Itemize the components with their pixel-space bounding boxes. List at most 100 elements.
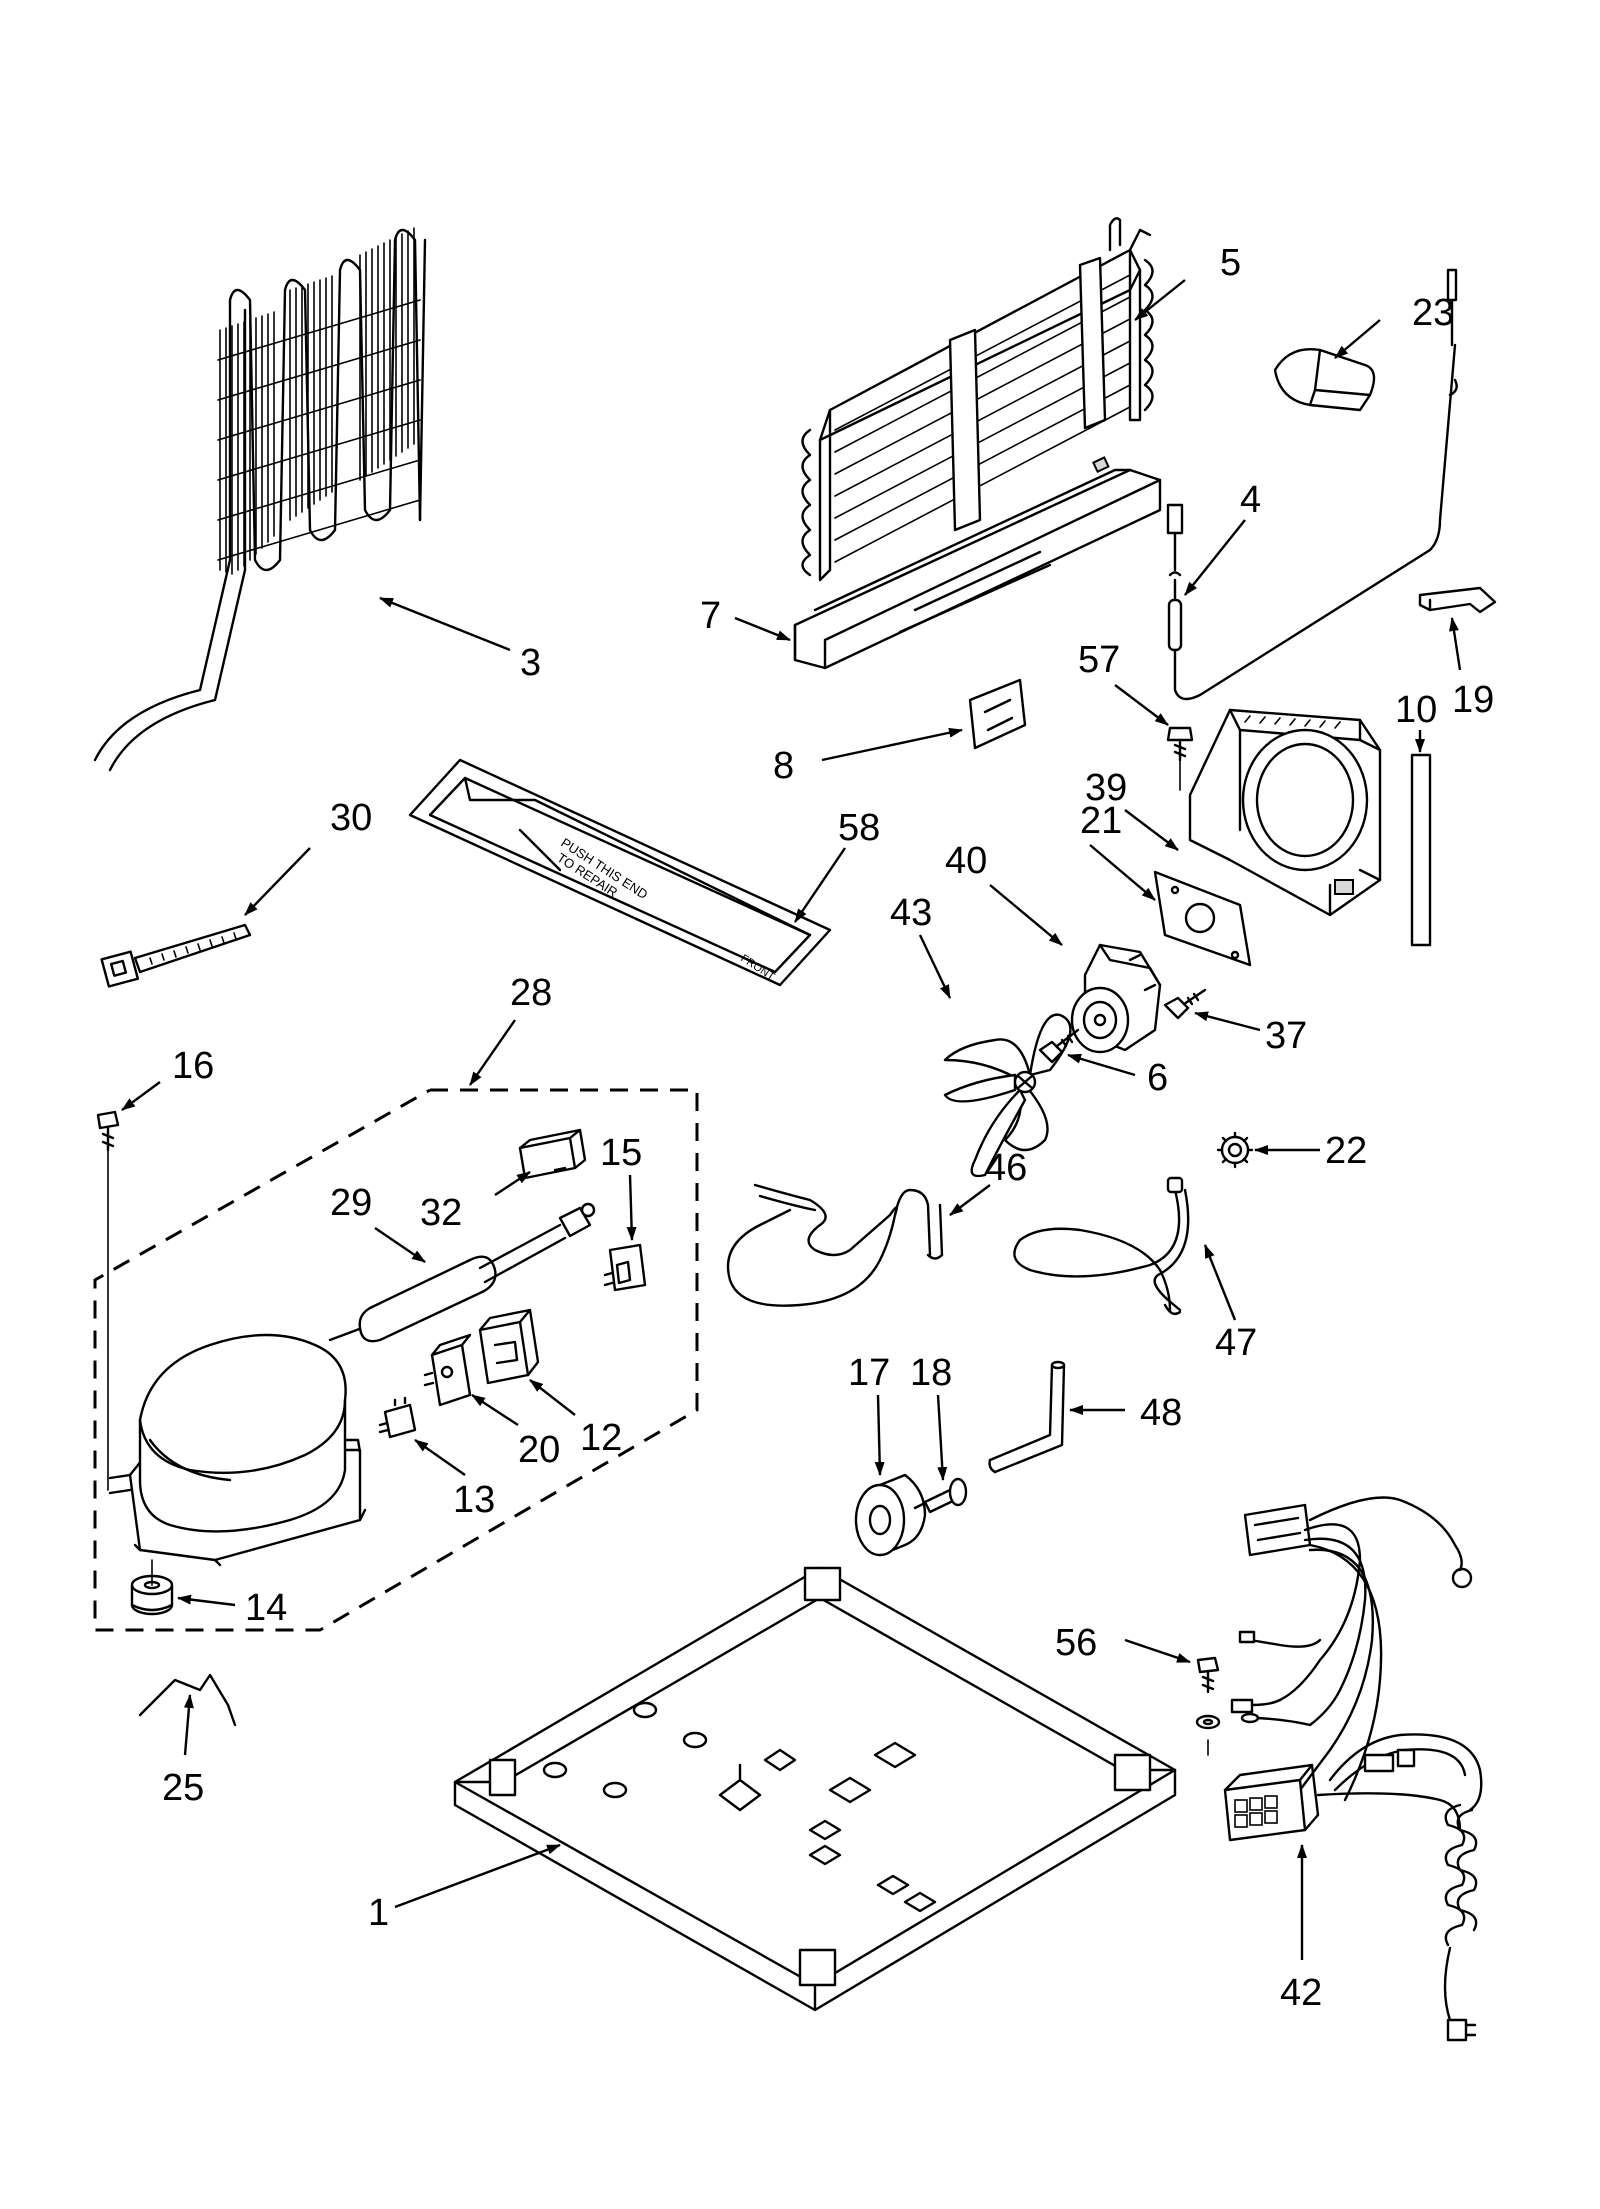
clip-part (968, 678, 1027, 750)
leader-20 (471, 1393, 519, 1427)
screw-57-part (1166, 726, 1194, 791)
leader-58 (794, 847, 846, 923)
leader-5 (1134, 279, 1186, 321)
callout-18: 18 (910, 1352, 952, 1394)
condenser-coil-part (93, 227, 427, 772)
leader-13 (414, 1439, 466, 1476)
callout-47: 47 (1215, 1322, 1257, 1364)
base-frame-part (453, 1566, 1177, 2012)
strip-part (1410, 753, 1432, 947)
callout-16: 16 (172, 1045, 214, 1087)
terminal-part (378, 1396, 417, 1439)
leader-1 (394, 1843, 561, 1909)
compressor-part (108, 1333, 367, 1567)
callout-39: 39 (1085, 767, 1127, 809)
fan-blade-part (943, 1013, 1072, 1178)
leader-16 (121, 1081, 161, 1111)
wire-harness-part (1223, 1496, 1483, 2042)
axle-part (913, 1477, 968, 1514)
cover-part (1273, 348, 1376, 412)
cable-tie-part (100, 923, 252, 988)
callout-30: 30 (330, 797, 372, 839)
leader-57 (1114, 684, 1169, 726)
leader-3 (379, 596, 511, 652)
tube-48-part (988, 1360, 1066, 1474)
screw-56-part (1195, 1656, 1221, 1756)
callout-3: 3 (520, 642, 541, 684)
callout-22: 22 (1325, 1130, 1367, 1172)
tube-46-part (726, 1183, 944, 1307)
leader-30 (244, 847, 311, 916)
callout-25: 25 (162, 1767, 204, 1809)
callout-43: 43 (890, 892, 932, 934)
callout-32: 32 (420, 1192, 462, 1234)
callout-23: 23 (1412, 292, 1454, 334)
screw-37-part (1163, 988, 1207, 1020)
callout-28: 28 (510, 972, 552, 1014)
callout-46: 46 (985, 1147, 1027, 1189)
callout-17: 17 (848, 1352, 890, 1394)
bracket-part (1418, 586, 1497, 614)
evaporator-coil-part (801, 217, 1154, 582)
thermostat-harness-part (1166, 268, 1458, 701)
mounting-plate-part (1153, 870, 1252, 967)
callout-6: 6 (1147, 1057, 1168, 1099)
callout-14: 14 (245, 1587, 287, 1629)
leader-8 (821, 727, 963, 762)
leader-19 (1449, 617, 1462, 671)
tube-47-part (1013, 1176, 1190, 1316)
leader-56 (1124, 1638, 1191, 1664)
compressor-grommet-part (130, 1559, 174, 1616)
callout-57: 57 (1078, 639, 1120, 681)
connector-15-part (603, 1243, 647, 1292)
leader-32 (494, 1170, 531, 1197)
callout-5: 5 (1220, 242, 1241, 284)
callout-12: 12 (580, 1417, 622, 1459)
callout-56: 56 (1055, 1622, 1097, 1664)
fan-motor-part (1070, 943, 1162, 1054)
compressor-group-outline (93, 1088, 699, 1632)
callout-42: 42 (1280, 1972, 1322, 2014)
callout-29: 29 (330, 1182, 372, 1224)
callout-21: 21 (1080, 800, 1122, 842)
evaporator-pan-part (793, 456, 1162, 670)
leader-7 (734, 616, 791, 642)
relay-part (478, 1308, 540, 1385)
leader-25 (183, 1694, 194, 1756)
leader-43 (918, 934, 952, 999)
leader-17 (874, 1394, 885, 1476)
callout-19: 19 (1452, 679, 1494, 721)
screw-6-part (1038, 1028, 1080, 1064)
leader-14 (177, 1594, 236, 1607)
callout-10: 10 (1395, 689, 1437, 731)
drier-part (328, 1202, 596, 1343)
leader-28 (469, 1019, 516, 1086)
callout-48: 48 (1140, 1392, 1182, 1434)
drip-tray-part: PUSH THIS END TO REPAIR FRONT (408, 758, 832, 987)
leader-37 (1194, 1011, 1261, 1032)
callout-20: 20 (518, 1429, 560, 1471)
leader-18 (936, 1394, 948, 1481)
callout-13: 13 (453, 1479, 495, 1521)
leader-29 (374, 1227, 426, 1263)
leader-39 (1124, 809, 1179, 851)
roller-part (854, 1473, 927, 1557)
overload-part (423, 1333, 472, 1407)
leader-40 (989, 884, 1063, 946)
leader-47 (1203, 1244, 1237, 1321)
leader-6 (1067, 1053, 1136, 1077)
leader-4 (1184, 519, 1246, 596)
clip-25-part (138, 1673, 237, 1727)
callout-37: 37 (1265, 1015, 1307, 1057)
callout-7: 7 (700, 595, 721, 637)
callout-8: 8 (773, 745, 794, 787)
leader-21 (1089, 844, 1156, 901)
callout-1: 1 (368, 1892, 389, 1934)
screw-16-part (96, 1110, 120, 1491)
grommet-part (1216, 1131, 1254, 1169)
fan-shroud-part (1188, 708, 1382, 917)
leader-46 (949, 1184, 991, 1216)
callout-15: 15 (600, 1132, 642, 1174)
callout-4: 4 (1240, 479, 1261, 521)
